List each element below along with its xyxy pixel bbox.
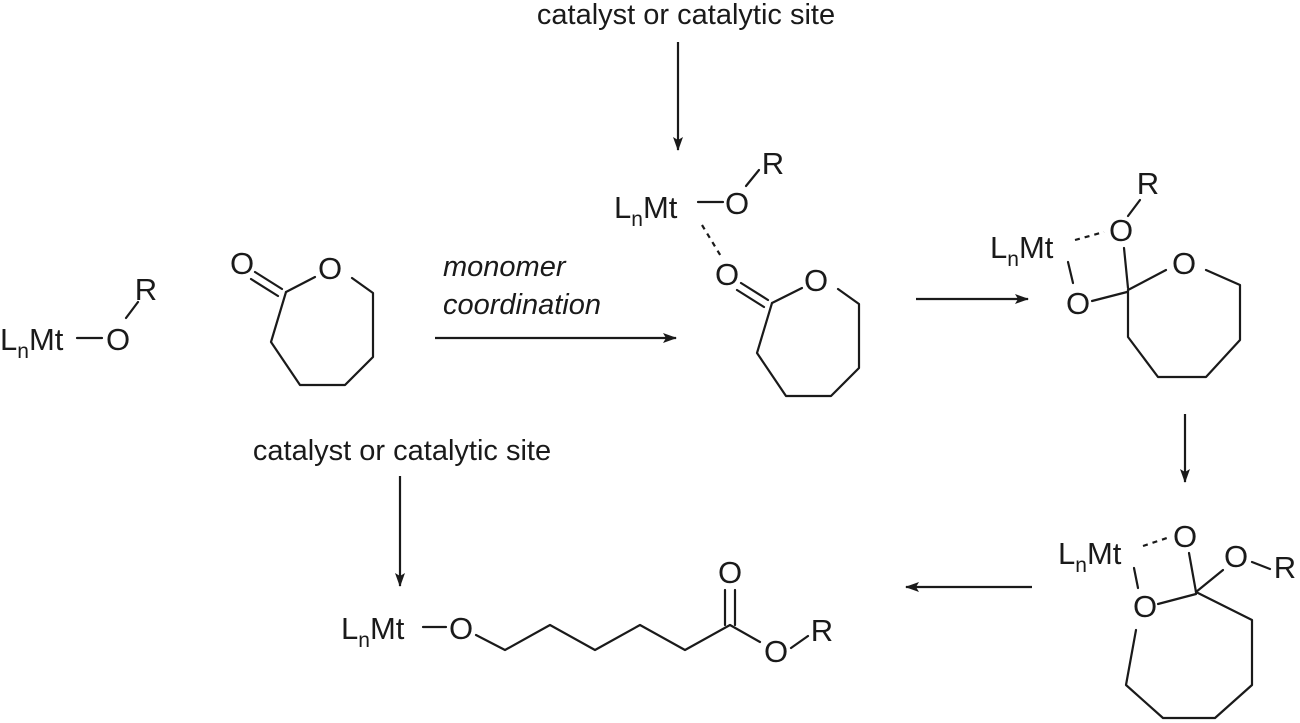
ring-opening-intermediate: LnMt O O O R xyxy=(1058,519,1296,720)
step-label-monomer: monomer xyxy=(443,251,567,283)
tetrahedral-intermediate: R O LnMt O O xyxy=(990,166,1242,379)
svg-text:R: R xyxy=(135,272,157,307)
svg-text:O: O xyxy=(715,257,739,292)
caprolactone-monomer: O O xyxy=(230,246,375,387)
svg-text:R: R xyxy=(1137,166,1159,201)
svg-text:LnMt: LnMt xyxy=(341,611,405,652)
svg-text:O: O xyxy=(1109,213,1133,248)
svg-text:O: O xyxy=(449,611,473,646)
initiator-metal-alkoxide: LnMt O R xyxy=(0,272,157,363)
svg-text:O: O xyxy=(230,246,254,281)
svg-text:O: O xyxy=(764,634,788,669)
svg-text:LnMt: LnMt xyxy=(990,230,1054,271)
svg-text:O: O xyxy=(1133,589,1157,624)
svg-text:O: O xyxy=(1224,539,1248,574)
svg-text:LnMt: LnMt xyxy=(1058,536,1122,577)
catalyst-label-bottom: catalyst or catalytic site xyxy=(253,435,551,467)
svg-text:R: R xyxy=(762,146,784,181)
svg-text:O: O xyxy=(1173,519,1197,554)
svg-text:O: O xyxy=(318,251,342,286)
svg-text:O: O xyxy=(106,322,130,357)
ring-opened-product: LnMt O O O R xyxy=(341,555,833,669)
svg-text:O: O xyxy=(1172,246,1196,281)
svg-text:O: O xyxy=(725,186,749,221)
svg-text:O: O xyxy=(804,263,828,298)
step-label-coordination: coordination xyxy=(443,289,601,321)
svg-text:O: O xyxy=(718,555,742,590)
svg-text:O: O xyxy=(1066,286,1090,321)
coordinated-complex: LnMt O R O O xyxy=(614,146,861,398)
svg-text:R: R xyxy=(811,613,833,648)
svg-text:LnMt: LnMt xyxy=(0,322,64,363)
catalyst-label-top: catalyst or catalytic site xyxy=(537,0,835,31)
svg-text:LnMt: LnMt xyxy=(614,190,678,231)
svg-text:R: R xyxy=(1274,550,1296,585)
